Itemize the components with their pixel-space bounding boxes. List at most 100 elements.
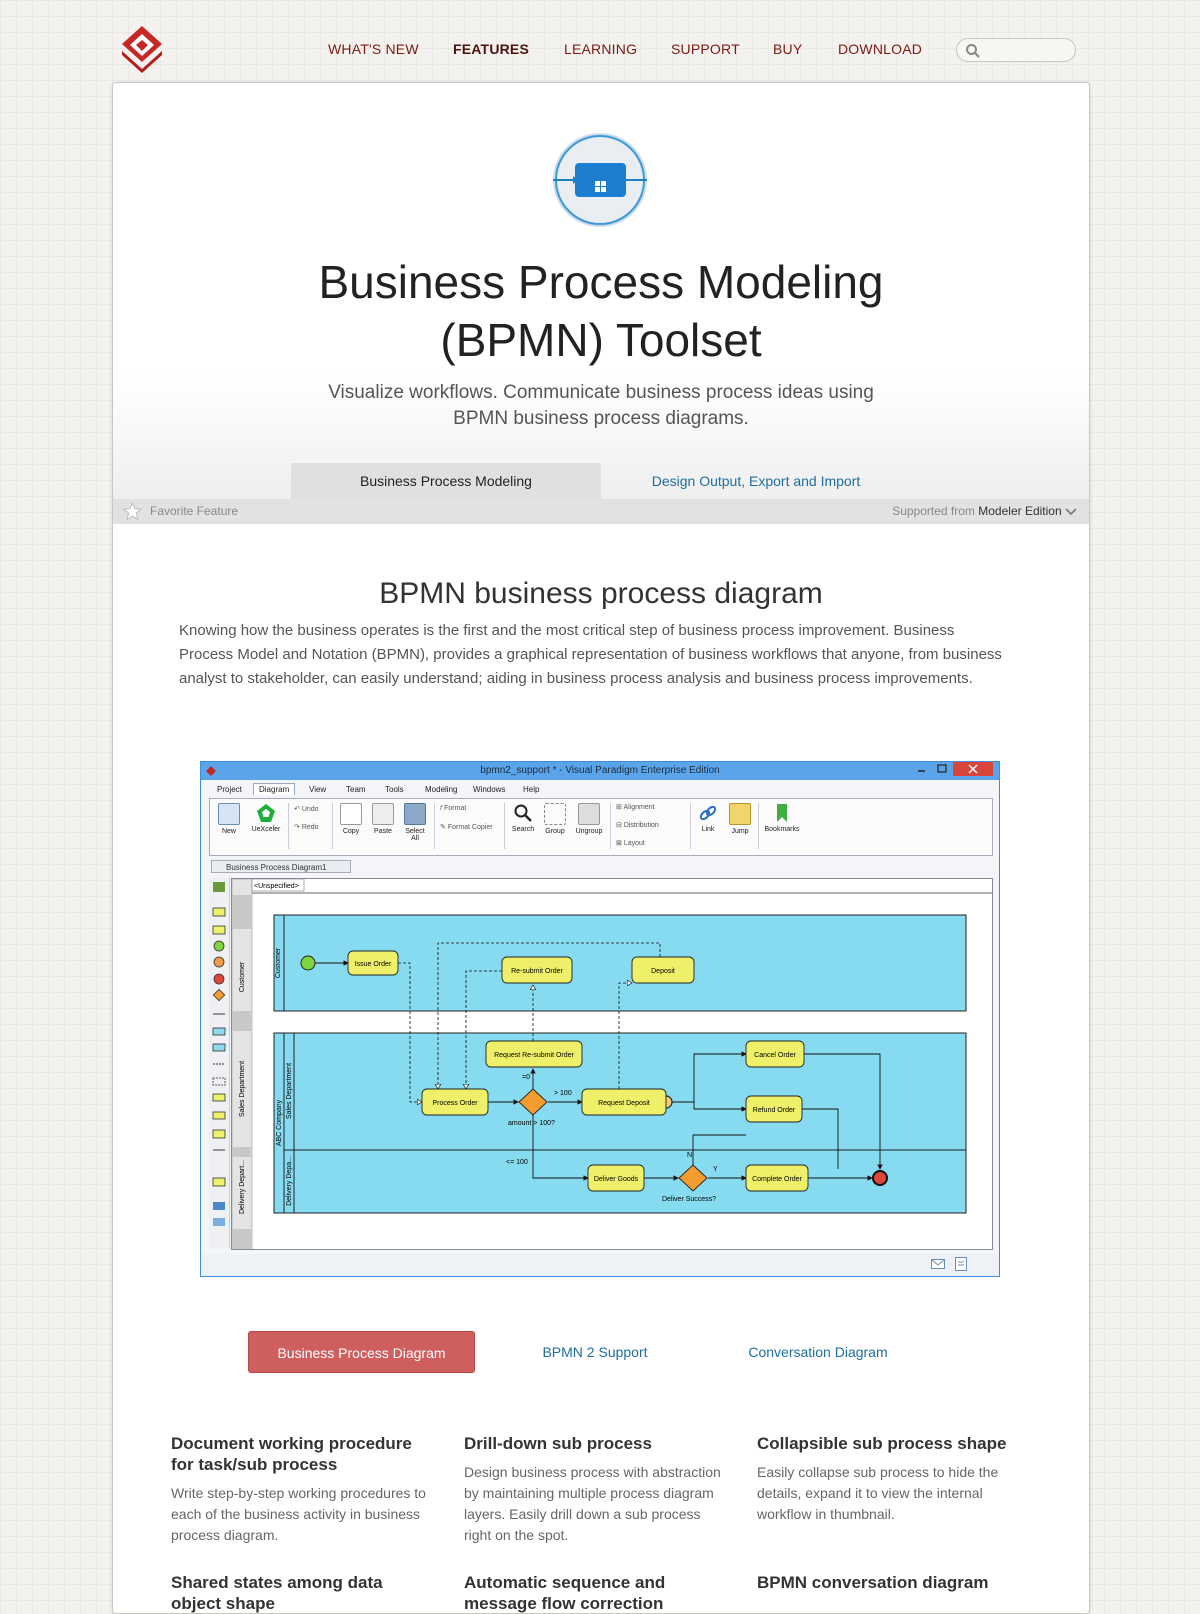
mail-icon[interactable]: [931, 1259, 945, 1269]
subtab-bpmn2-support[interactable]: BPMN 2 Support: [542, 1344, 648, 1360]
diagram-toolbox: [209, 878, 230, 1248]
diagram-canvas[interactable]: Customer Sales Department Delivery Depar…: [231, 878, 993, 1250]
menu-diagram[interactable]: Diagram: [253, 783, 296, 795]
ribbon-distribution[interactable]: ⊟ Distribution: [616, 822, 659, 829]
ribbon-layout[interactable]: ⊠ Layout: [616, 840, 645, 847]
feature-title: Shared states among data object shape: [171, 1573, 383, 1613]
feature-text: Easily collapse sub process to hide the …: [757, 1464, 999, 1522]
ribbon-new[interactable]: New: [214, 803, 244, 835]
search-icon: [966, 44, 980, 58]
ribbon-toolbar: New UeXceler ↶ Undo ↷ Redo Copy Paste Se…: [209, 798, 993, 856]
new-icon: [218, 803, 240, 825]
feature-title: Automatic sequence and message flow corr…: [464, 1573, 666, 1613]
unspecified-label: <Unspecified>: [254, 883, 299, 890]
pool-abc-company: ABC Company: [276, 1099, 283, 1146]
search-box: [956, 38, 1076, 62]
ribbon-search[interactable]: Search: [508, 803, 538, 833]
lane-delivery: Delivery Depa...: [286, 1156, 293, 1206]
label-amount: amount > 100?: [508, 1120, 555, 1127]
feature-item: Drill-down sub process Design business p…: [464, 1433, 726, 1546]
chevron-down-icon: [1065, 508, 1077, 515]
nav-support[interactable]: SUPPORT: [671, 41, 740, 57]
feature-item: Collapsible sub process shape Easily col…: [757, 1433, 1019, 1525]
hero: Business Process Modeling(BPMN) Toolset …: [113, 83, 1089, 523]
task-request-resubmit: Request Re-submit Order: [494, 1052, 574, 1059]
status-bar: [201, 1254, 999, 1276]
minimize-icon[interactable]: [913, 762, 931, 776]
nav-whats-new[interactable]: WHAT'S NEW: [328, 41, 419, 57]
feature-title: BPMN conversation diagram: [757, 1573, 989, 1592]
document-icon[interactable]: [955, 1257, 967, 1271]
uexceler-icon: [257, 804, 275, 822]
menu-help[interactable]: Help: [523, 785, 540, 794]
star-icon: [123, 502, 142, 521]
menu-team[interactable]: Team: [346, 785, 366, 794]
select-all-icon: [404, 803, 426, 825]
ribbon-bookmarks[interactable]: Bookmarks: [762, 803, 802, 833]
tab-design-output[interactable]: Design Output, Export and Import: [651, 473, 861, 489]
feature-text: Design business process with abstraction…: [464, 1464, 721, 1543]
subtab-conversation-diagram[interactable]: Conversation Diagram: [748, 1344, 888, 1360]
feature-item: BPMN conversation diagram: [757, 1572, 1019, 1601]
close-icon[interactable]: [953, 762, 993, 776]
lane-header-customer: Customer: [239, 961, 246, 992]
ribbon-paste[interactable]: Paste: [368, 803, 398, 835]
ribbon-group[interactable]: Group: [540, 803, 570, 835]
edition-support[interactable]: Supported from Modeler Edition: [892, 499, 1077, 524]
feature-title: Collapsible sub process shape: [757, 1434, 1007, 1453]
bookmark-icon: [777, 804, 787, 822]
menu-project[interactable]: Project: [217, 785, 242, 794]
paste-icon: [372, 803, 394, 825]
app-screenshot: bpmn2_support * - Visual Paradigm Enterp…: [200, 761, 1000, 1277]
page-subtitle: Visualize workflows. Communicate busines…: [328, 382, 874, 429]
page-title: Business Process Modeling(BPMN) Toolset: [318, 256, 884, 366]
pool-customer: Customer: [275, 947, 282, 978]
search-input[interactable]: [985, 42, 1073, 60]
copy-icon: [340, 803, 362, 825]
bpmn-task-icon: [553, 133, 647, 227]
label-le100: <= 100: [506, 1159, 528, 1166]
magnifier-icon: [514, 804, 532, 822]
label-eq0: =0: [522, 1074, 530, 1081]
section-heading: BPMN business process diagram: [379, 577, 823, 610]
ribbon-jump[interactable]: Jump: [726, 803, 754, 835]
menu-modeling[interactable]: Modeling: [425, 785, 458, 794]
task-complete-order: Complete Order: [752, 1176, 802, 1183]
task-deliver-goods: Deliver Goods: [594, 1176, 639, 1183]
visual-paradigm-logo[interactable]: [120, 24, 164, 74]
lane-sales: Sales Department: [286, 1063, 293, 1119]
favorite-bar: Favorite Feature Supported from Modeler …: [113, 499, 1089, 524]
tab-business-process-modeling[interactable]: Business Process Modeling: [291, 463, 601, 499]
ribbon-ungroup[interactable]: Ungroup: [572, 803, 606, 835]
feature-text: Write step-by-step working procedures to…: [171, 1485, 426, 1543]
task-deposit: Deposit: [651, 968, 675, 975]
ribbon-format-copier[interactable]: ✎ Format Copier: [440, 824, 493, 831]
jump-icon: [729, 803, 751, 825]
link-icon: [699, 805, 717, 821]
ribbon-copy[interactable]: Copy: [336, 803, 366, 835]
nav-learning[interactable]: LEARNING: [564, 41, 638, 57]
nav-features[interactable]: FEATURES: [453, 41, 530, 57]
task-request-deposit: Request Deposit: [598, 1100, 650, 1107]
task-resubmit-order: Re-submit Order: [511, 968, 563, 975]
feature-title: Document working procedure for task/sub …: [171, 1434, 412, 1474]
feature-item: Document working procedure for task/sub …: [171, 1433, 433, 1546]
menu-windows[interactable]: Windows: [473, 785, 506, 794]
ribbon-undo[interactable]: ↶ Undo: [294, 806, 319, 813]
nav-buy[interactable]: BUY: [773, 41, 803, 57]
ribbon-format[interactable]: 𝑓 Format: [440, 805, 467, 812]
menu-tools[interactable]: Tools: [385, 785, 404, 794]
nav-download[interactable]: DOWNLOAD: [838, 41, 923, 57]
menu-view[interactable]: View: [309, 785, 327, 794]
ribbon-alignment[interactable]: ⊞ Alignment: [616, 804, 655, 811]
ribbon-link[interactable]: Link: [694, 803, 722, 833]
maximize-icon[interactable]: [933, 762, 951, 776]
diagram-tab[interactable]: Business Process Diagram1: [211, 860, 351, 873]
section-intro: Knowing how the business operates is the…: [179, 622, 1002, 687]
ribbon-redo[interactable]: ↷ Redo: [294, 824, 319, 831]
subtab-business-process-diagram[interactable]: Business Process Diagram: [248, 1331, 475, 1373]
feature-item: Automatic sequence and message flow corr…: [464, 1572, 726, 1613]
app-icon: [206, 766, 216, 776]
ribbon-uexceler[interactable]: UeXceler: [248, 803, 284, 833]
